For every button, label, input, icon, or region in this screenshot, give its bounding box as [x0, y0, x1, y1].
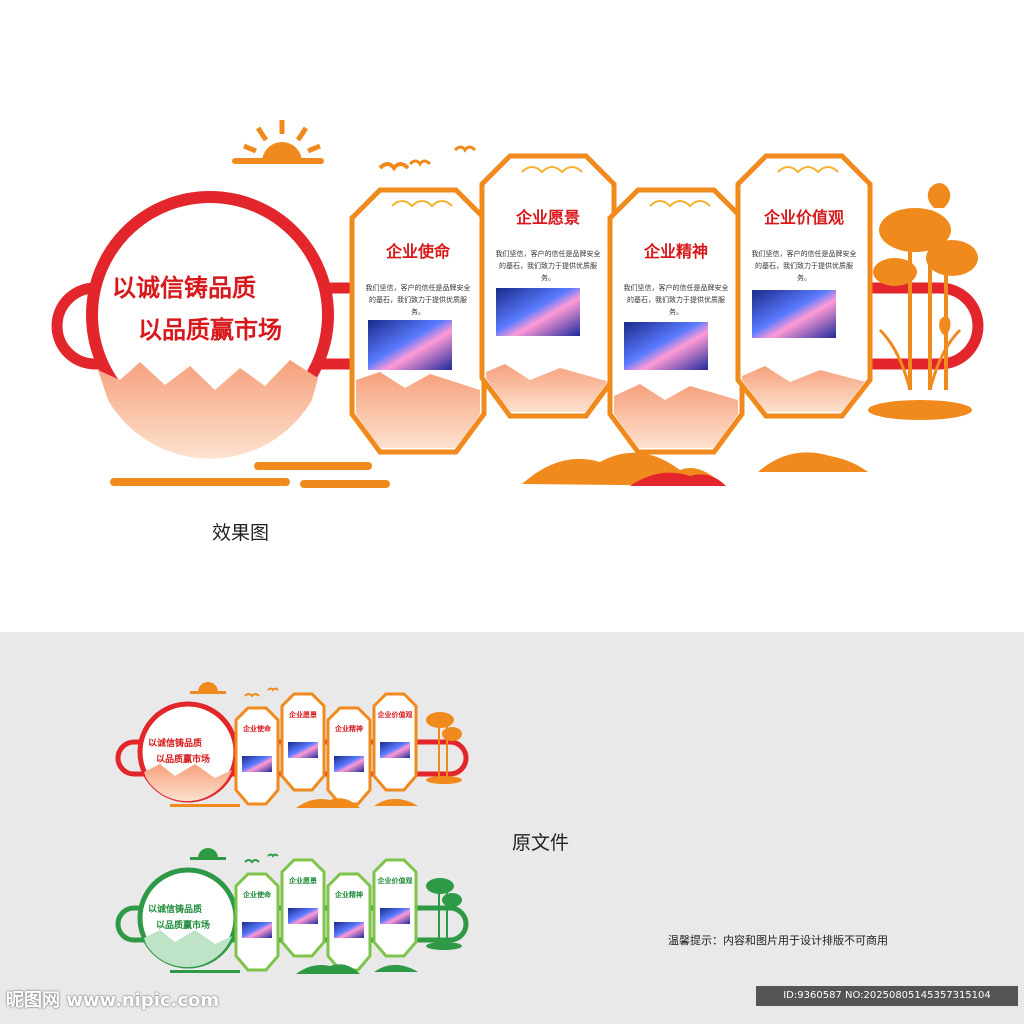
card-values-title: 企业价值观 — [763, 208, 844, 227]
hill-shape — [758, 452, 868, 472]
green-title-mission: 企业使命 — [243, 891, 271, 899]
red-title-spirit: 企业精神 — [335, 725, 363, 733]
green-version-thumbnail — [115, 848, 469, 974]
red-slogan-line-1: 以诚信铸品质 — [148, 739, 203, 749]
ground-line — [300, 480, 390, 488]
card-mission-title: 企业使命 — [385, 242, 450, 261]
main-culture-wall — [51, 120, 984, 488]
green-title-vision: 企业愿景 — [289, 877, 317, 885]
bird-icon — [378, 162, 410, 172]
source-caption: 原文件 — [512, 832, 570, 854]
ground-line — [110, 478, 290, 486]
id-watermark: ID:9360587 NO:20250805145357315104 — [756, 986, 1018, 1006]
card-values-body: 我们坚信，客户的信任是品牌安全的基石，我们致力于提供优质服务。 — [751, 250, 857, 282]
green-slogan-line-2: 以品质赢市场 — [156, 921, 211, 931]
slogan-line-1: 以诚信铸品质 — [112, 273, 256, 302]
site-watermark: 昵图网 www.nipic.com — [6, 990, 220, 1011]
green-title-spirit: 企业精神 — [335, 891, 363, 899]
bird-icon — [453, 145, 477, 153]
card-vision-title: 企业愿景 — [515, 208, 580, 227]
card-spirit-title: 企业精神 — [643, 242, 708, 261]
ground-line — [254, 462, 372, 470]
slogan-line-2: 以品质赢市场 — [138, 315, 282, 344]
bird-icon — [408, 159, 432, 167]
circle-mountains — [98, 360, 318, 459]
card-mission — [349, 187, 487, 455]
usage-notice: 温馨提示：内容和图片用于设计排版不可商用 — [668, 934, 888, 947]
green-title-values: 企业价值观 — [377, 877, 413, 885]
red-slogan-line-2: 以品质赢市场 — [156, 755, 211, 765]
hill-shape — [630, 472, 726, 486]
green-slogan-line-1: 以诚信铸品质 — [148, 905, 203, 915]
card-vision-body: 我们坚信，客户的信任是品牌安全的基石，我们致力于提供优质服务。 — [495, 250, 601, 282]
card-spirit-body: 我们坚信，客户的信任是品牌安全的基石，我们致力于提供优质服务。 — [623, 284, 729, 316]
red-title-vision: 企业愿景 — [289, 711, 317, 719]
card-values — [735, 153, 873, 419]
card-mission-body: 我们坚信，客户的信任是品牌安全的基石，我们致力于提供优质服务。 — [365, 284, 471, 316]
sun-icon — [232, 120, 324, 164]
lotus-decoration-icon — [868, 183, 978, 420]
effect-caption: 效果图 — [212, 522, 270, 544]
red-version-thumbnail — [115, 682, 469, 808]
red-title-mission: 企业使命 — [243, 725, 271, 733]
red-title-values: 企业价值观 — [377, 711, 413, 719]
card-spirit — [607, 187, 745, 455]
